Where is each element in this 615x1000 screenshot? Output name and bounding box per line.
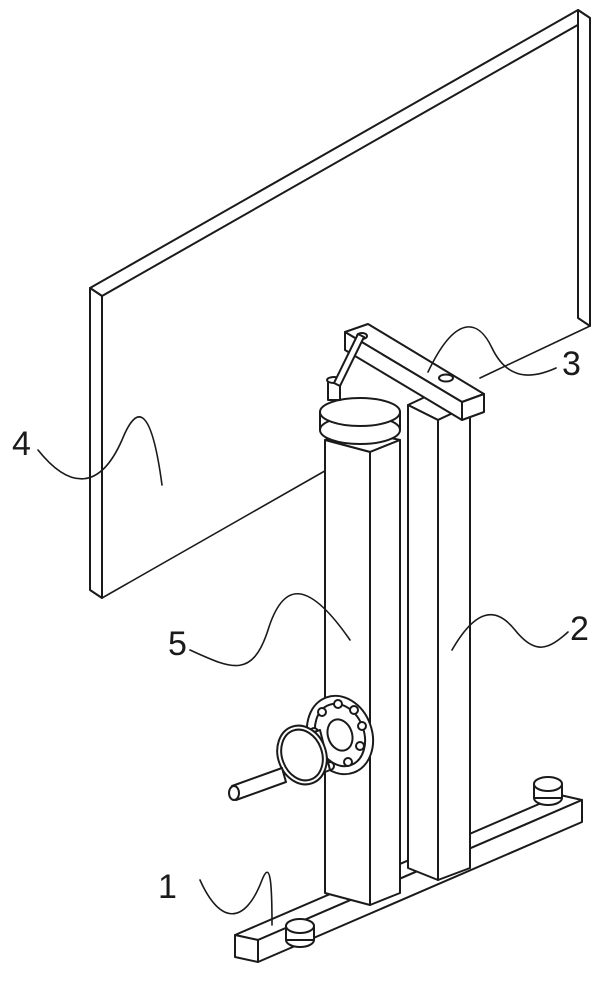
bolt-front xyxy=(285,918,315,948)
board-panel xyxy=(89,9,591,599)
label-base: 1 xyxy=(158,868,177,906)
label-board: 4 xyxy=(12,425,31,463)
bolt-rear xyxy=(533,776,563,806)
handwheel-assembly xyxy=(228,694,375,801)
leader-line-1 xyxy=(199,871,273,926)
label-crossbar: 3 xyxy=(562,345,581,383)
leader-line-3 xyxy=(427,326,557,376)
post-front xyxy=(324,429,401,906)
leader-line-5 xyxy=(189,593,351,667)
label-column: 2 xyxy=(570,610,589,648)
connecting-rod xyxy=(333,333,365,387)
turntable-disc xyxy=(319,376,401,445)
leader-line-4 xyxy=(37,416,163,486)
leader-line-2 xyxy=(451,613,569,651)
label-post: 5 xyxy=(168,625,187,663)
crossbar xyxy=(344,323,485,421)
